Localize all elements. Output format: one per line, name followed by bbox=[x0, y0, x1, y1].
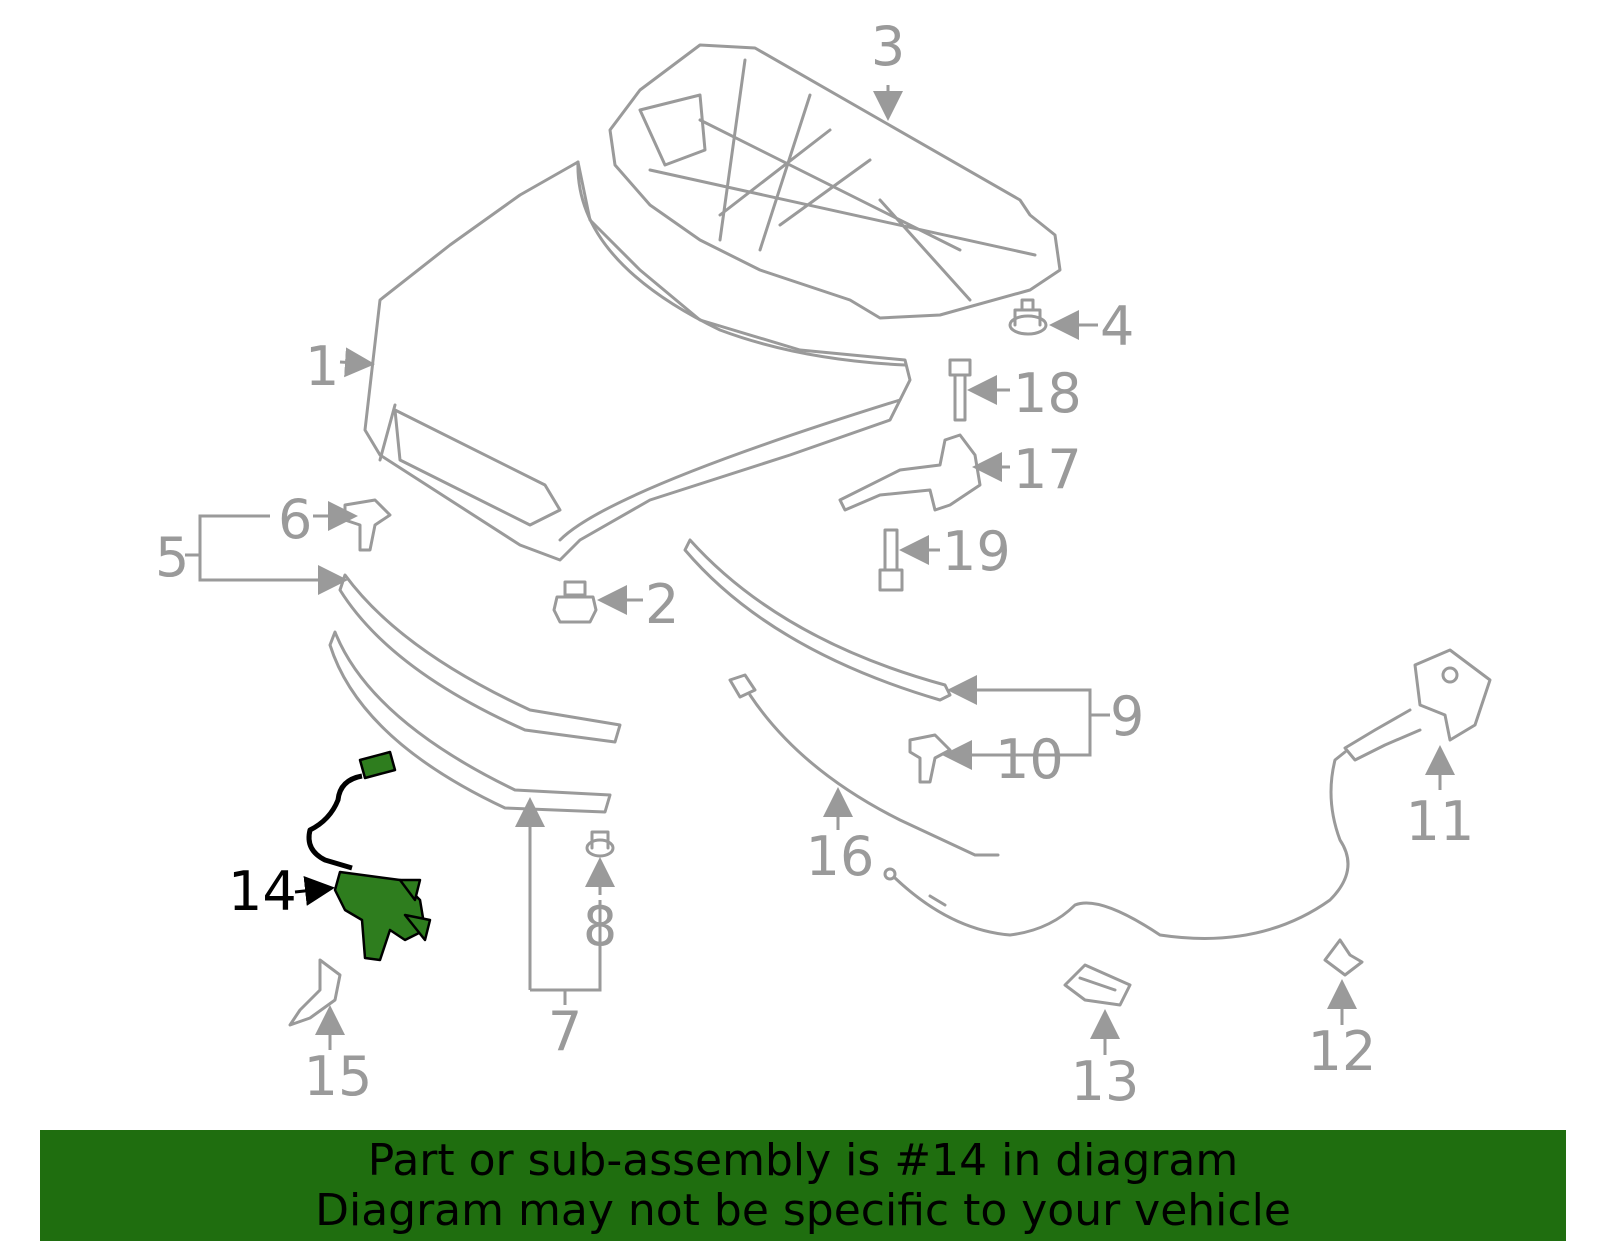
banner-line-2: Diagram may not be specific to your vehi… bbox=[315, 1184, 1291, 1236]
bracket-15-part bbox=[288, 958, 342, 1027]
callout-4: 4 bbox=[1100, 295, 1134, 358]
callout-18: 18 bbox=[1013, 362, 1082, 425]
callout-10: 10 bbox=[995, 728, 1064, 791]
hood-insulator-part bbox=[608, 43, 1062, 320]
bolt-19-part bbox=[878, 528, 904, 592]
callout-19: 19 bbox=[942, 520, 1011, 583]
callout-8: 8 bbox=[583, 895, 617, 958]
release-cable-part bbox=[883, 750, 1350, 940]
holder-13-part bbox=[1063, 963, 1132, 1007]
callout-5: 5 bbox=[155, 526, 189, 589]
callout-15: 15 bbox=[304, 1045, 373, 1108]
leader-lines bbox=[185, 85, 1455, 1055]
bolt-18-part bbox=[948, 358, 972, 422]
lower-seal-7-part bbox=[328, 630, 612, 814]
callout-13: 13 bbox=[1071, 1050, 1140, 1113]
callout-7: 7 bbox=[548, 1000, 582, 1063]
prop-rod-16-part bbox=[728, 673, 1000, 857]
callout-12: 12 bbox=[1308, 1020, 1377, 1083]
release-handle-11-part bbox=[1343, 648, 1492, 762]
front-seal-5-part bbox=[338, 573, 622, 744]
callout-14: 14 bbox=[228, 860, 297, 923]
clip-10-part bbox=[908, 733, 952, 784]
leader-line-14 bbox=[294, 875, 335, 906]
callout-6: 6 bbox=[278, 488, 312, 551]
notice-banner: Part or sub-assembly is #14 in diagram D… bbox=[40, 1130, 1566, 1241]
rear-seal-9-part bbox=[683, 538, 952, 702]
callout-11: 11 bbox=[1406, 790, 1475, 853]
callout-3: 3 bbox=[871, 15, 905, 78]
callout-2: 2 bbox=[645, 573, 679, 636]
bumper-part bbox=[1008, 298, 1048, 336]
callout-16: 16 bbox=[806, 825, 875, 888]
callout-9: 9 bbox=[1110, 685, 1144, 748]
nut-2-part bbox=[552, 580, 598, 624]
callout-17: 17 bbox=[1013, 438, 1082, 501]
grommet-8-part bbox=[585, 830, 615, 858]
callout-1: 1 bbox=[305, 335, 339, 398]
clip-6-part bbox=[343, 498, 392, 552]
bracket-17-part bbox=[838, 433, 982, 512]
hood-panel-part bbox=[363, 160, 912, 562]
banner-line-1: Part or sub-assembly is #14 in diagram bbox=[367, 1134, 1239, 1186]
hood-latch-14-part bbox=[306, 750, 432, 962]
clip-12-part bbox=[1323, 938, 1364, 977]
